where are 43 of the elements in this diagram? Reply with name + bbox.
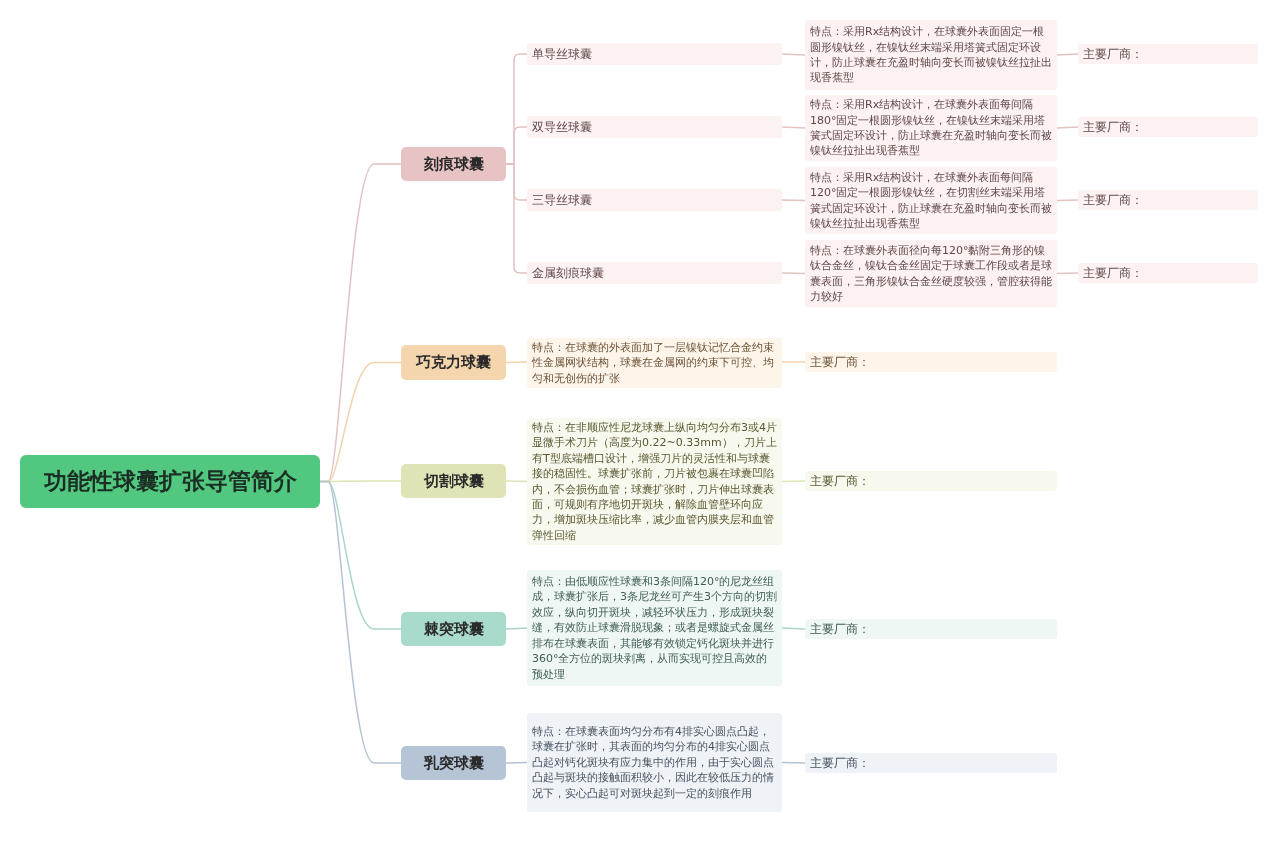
note-box: 特点：采用Rx结构设计，在球囊外表面每间隔120°固定一根圆形镍钛丝，在切割丝末端采用塔簧式固定环设计，防止球囊在充盈时轴向变长而被镍钛丝拉扯出现香蕉型 xyxy=(805,167,1057,234)
branch-line xyxy=(1056,272,1079,275)
note-box: 特点：在非顺应性尼龙球囊上纵向均匀分布3或4片显微手术刀片（高度为0.22~0.33mm），刀片上有T型底端槽口设计，增强刀片的灵活性和与球囊接的稳固性。球囊扩张前，刀片被包裹在球囊凹陷内，不会损伤血管；球囊扩张时，刀片伸出球囊表面，可规则有序地切开斑块，解除血管壁环向应力，增加斑块压缩比率，减少血管内膜夹层和血管弹性回缩 xyxy=(527,418,782,546)
branch-line xyxy=(505,761,528,764)
branch-line xyxy=(1056,53,1079,56)
branch-line xyxy=(781,761,806,764)
note-box: 特点：在球囊表面均匀分布有4排实心圆点凸起，球囊在扩张时，其表面的均匀分布的4排实心圆点凸起对钙化斑块有应力集中的作用，由于实心圆点凸起与斑块的接触面积较小，因此在较低压力的情况下，实心凸起可对斑块起到一定的刻痕作用 xyxy=(527,713,782,812)
note-box: 特点：由低顺应性球囊和3条间隔120°的尼龙丝组成，球囊扩张后，3条尼龙丝可产生3个方向的切割效应，纵向切开斑块，减轻环状压力，形成斑块裂缝，有效防止球囊滑脱现象；或者是螺旋式金属丝排布在球囊表面，其能够有效锁定钙化斑块并进行360°全方位的斑块剥离，从而实现可控且高效的预处理 xyxy=(527,570,782,686)
branch-line xyxy=(505,361,528,364)
branch-line xyxy=(505,480,528,483)
subtopic-box: 主要厂商： xyxy=(1078,190,1258,210)
branch-line xyxy=(781,627,806,630)
subtopic-box: 主要厂商： xyxy=(1078,117,1258,137)
main-topic-box: 棘突球囊 xyxy=(401,612,506,646)
subtopic-box: 主要厂商： xyxy=(805,471,1057,491)
subtopic-box: 三导丝球囊 xyxy=(527,189,782,211)
branch-line xyxy=(781,272,806,275)
branch-line xyxy=(781,361,806,363)
branch-line xyxy=(781,199,806,202)
main-topic-box: 巧克力球囊 xyxy=(401,345,506,380)
branch-line xyxy=(781,480,806,483)
branch-line xyxy=(1056,126,1079,129)
branch-line xyxy=(1056,199,1079,202)
central-topic-box: 功能性球囊扩张导管简介 xyxy=(20,455,320,508)
subtopic-box: 主要厂商： xyxy=(1078,44,1258,64)
subtopic-box: 主要厂商： xyxy=(1078,263,1258,283)
main-topic-box: 乳突球囊 xyxy=(401,746,506,780)
note-box: 特点：在球囊外表面径向每120°黏附三角形的镍钛合金丝，镍钛合金丝固定于球囊工作段或者是球囊表面，三角形镍钛合金丝硬度较强，管腔获得能力较好 xyxy=(805,240,1057,307)
note-box: 特点：采用Rx结构设计，在球囊外表面固定一根圆形镍钛丝，在镍钛丝末端采用塔簧式固定环设计，防止球囊在充盈时轴向变长而被镍钛丝拉扯出现香蕉型 xyxy=(805,20,1057,90)
branch-line xyxy=(781,53,806,56)
subtopic-box: 双导丝球囊 xyxy=(527,116,782,138)
branch-line xyxy=(319,480,402,764)
subtopic-box: 单导丝球囊 xyxy=(527,43,782,65)
note-box: 特点：在球囊的外表面加了一层镍钛记忆合金约束性金属网状结构，球囊在金属网的约束下可控、均匀和无创伤的扩张 xyxy=(527,338,782,389)
subtopic-box: 金属刻痕球囊 xyxy=(527,262,782,284)
note-box: 特点：采用Rx结构设计，在球囊外表面每间隔180°固定一根圆形镍钛丝，在镍钛丝末端采用塔簧式固定环设计，防止球囊在充盈时轴向变长而被镍钛丝拉扯出现香蕉型 xyxy=(805,95,1057,161)
main-topic-box: 切割球囊 xyxy=(401,464,506,498)
subtopic-box: 主要厂商： xyxy=(805,352,1057,372)
branch-line xyxy=(505,627,528,630)
subtopic-box: 主要厂商： xyxy=(805,753,1057,773)
main-topic-box: 刻痕球囊 xyxy=(401,147,506,181)
branch-line xyxy=(781,126,806,129)
subtopic-box: 主要厂商： xyxy=(805,619,1057,639)
